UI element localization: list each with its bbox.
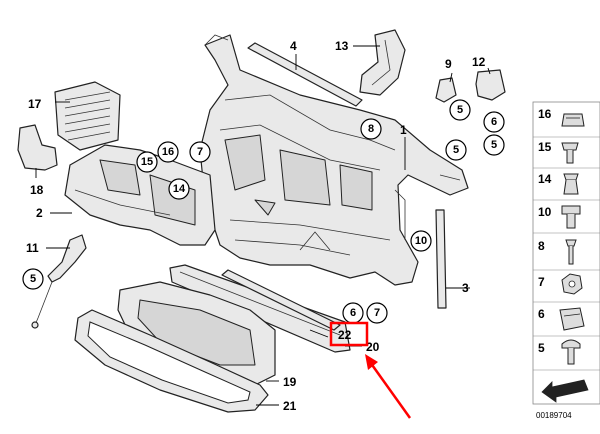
svg-text:5: 5 — [30, 273, 36, 285]
callout-19: 19 — [283, 375, 297, 389]
screw-icon — [561, 142, 579, 151]
circled-callout-15: 15 — [136, 151, 158, 173]
spring-nut-icon — [559, 307, 585, 331]
circled-callout-5-mid: 5 — [445, 139, 467, 161]
circled-callout-6-upper: 6 — [483, 111, 505, 133]
strip-part-22 — [221, 269, 341, 331]
direction-arrow-icon — [541, 379, 589, 403]
highlighted-callout-22: 22 — [329, 321, 369, 347]
callout-4: 4 — [290, 39, 297, 53]
clip-nut-icon — [561, 113, 585, 127]
svg-text:8: 8 — [368, 123, 374, 135]
svg-text:22: 22 — [338, 328, 352, 342]
front-panel-part — [199, 34, 469, 286]
svg-text:16: 16 — [162, 146, 174, 158]
legend-item-10: 10 — [538, 205, 581, 229]
pin-icon — [565, 239, 577, 247]
legend-panel: 16 15 14 10 8 7 — [532, 101, 600, 405]
svg-text:14: 14 — [538, 172, 552, 186]
callout-17: 17 — [28, 97, 42, 111]
svg-text:16: 16 — [538, 107, 552, 121]
legend-item-14: 14 — [538, 172, 579, 195]
red-pointer-arrow — [365, 354, 412, 419]
callout-2: 2 — [36, 206, 43, 220]
circled-callout-10: 10 — [410, 230, 432, 252]
legend-item-16: 16 — [538, 107, 585, 127]
bracket-part-11 — [31, 234, 87, 329]
bracket-part-12 — [475, 69, 506, 101]
callout-18: 18 — [30, 183, 44, 197]
svg-text:10: 10 — [415, 235, 427, 247]
svg-text:7: 7 — [538, 275, 545, 289]
legend-item-6: 6 — [538, 307, 585, 331]
callout-13: 13 — [335, 39, 349, 53]
round-screw-icon — [561, 339, 581, 349]
circled-callout-16: 16 — [157, 141, 179, 163]
seal-strip-part-3 — [435, 209, 447, 309]
legend-item-5: 5 — [538, 339, 581, 365]
svg-text:10: 10 — [538, 205, 552, 219]
svg-text:7: 7 — [374, 307, 380, 319]
reference-number: 00189704 — [536, 411, 572, 420]
expanding-rivet-icon — [563, 173, 579, 181]
bracket-part-18 — [17, 124, 58, 171]
circled-callout-14: 14 — [168, 178, 190, 200]
svg-text:15: 15 — [141, 156, 153, 168]
svg-text:7: 7 — [197, 146, 203, 158]
bracket-part-13 — [359, 29, 406, 96]
circled-callout-7-lower: 7 — [366, 302, 388, 324]
circled-callout-5-upper: 5 — [449, 99, 471, 121]
lower-duct-part-19 — [117, 281, 276, 386]
svg-text:15: 15 — [538, 140, 552, 154]
svg-text:6: 6 — [538, 307, 545, 321]
legend-item-15: 15 — [538, 140, 579, 164]
svg-text:14: 14 — [173, 183, 186, 195]
svg-text:6: 6 — [350, 307, 356, 319]
bumper-carrier-part-20 — [169, 264, 351, 353]
lower-frame-part-21 — [74, 309, 269, 413]
callout-12: 12 — [472, 55, 486, 69]
circled-callout-7-upper: 7 — [189, 141, 211, 163]
callout-9: 9 — [445, 57, 452, 71]
circled-callout-8: 8 — [360, 118, 382, 140]
svg-text:6: 6 — [491, 116, 497, 128]
circled-callout-6-lower: 6 — [342, 302, 364, 324]
callout-1: 1 — [400, 123, 407, 137]
svg-text:5: 5 — [453, 144, 459, 156]
grille-part-17 — [54, 81, 121, 151]
callout-3: 3 — [462, 281, 469, 295]
svg-text:5: 5 — [457, 104, 463, 116]
bracket-part-9 — [435, 77, 457, 103]
callout-20: 20 — [366, 340, 380, 354]
circled-callout-5-left: 5 — [22, 268, 44, 290]
hex-bolt-icon — [561, 205, 581, 215]
legend-item-8: 8 — [538, 239, 577, 265]
circled-callout-5-right: 5 — [483, 134, 505, 156]
legend-item-7: 7 — [538, 273, 583, 295]
callout-11: 11 — [26, 241, 39, 255]
svg-text:5: 5 — [538, 341, 545, 355]
callout-21: 21 — [283, 399, 297, 413]
leader-lines — [35, 45, 491, 406]
svg-text:5: 5 — [491, 139, 497, 151]
seal-strip-part-4 — [247, 42, 363, 107]
svg-text:8: 8 — [538, 239, 545, 253]
highlight-box — [329, 321, 369, 347]
